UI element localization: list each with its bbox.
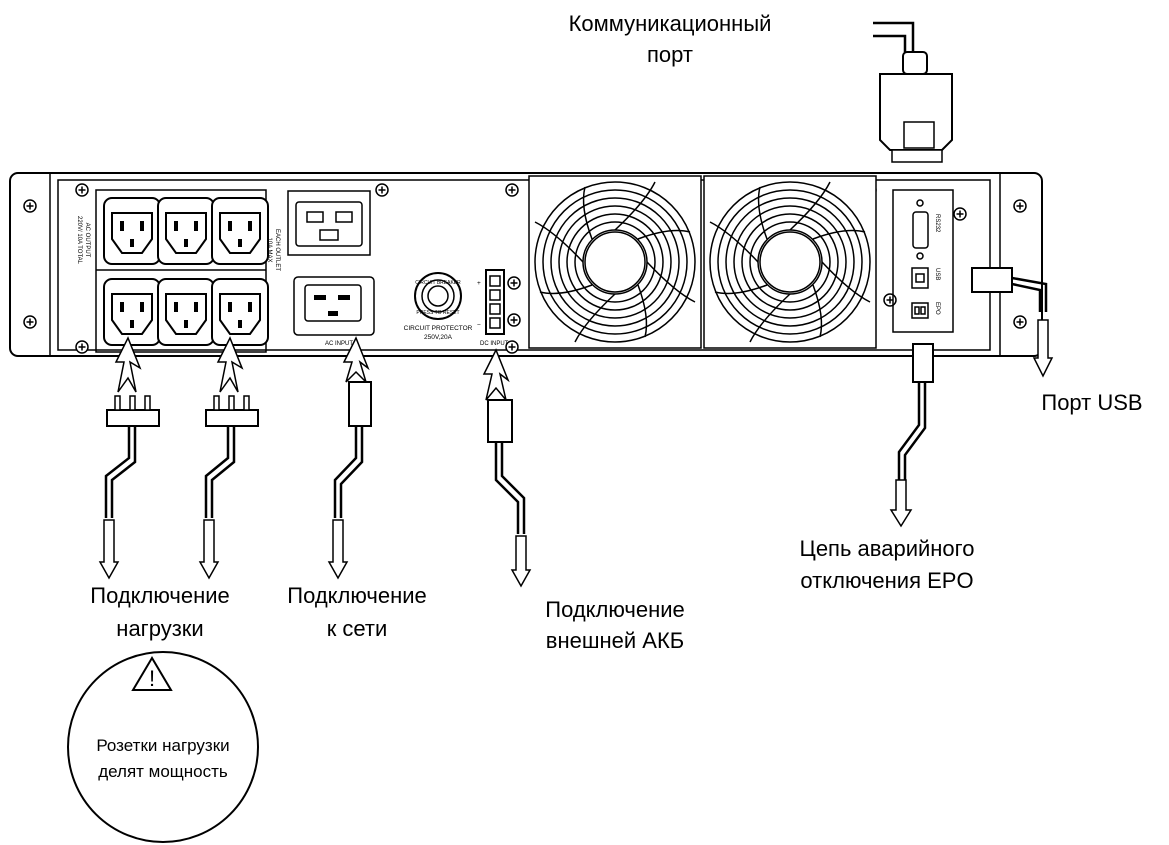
- cooling-fan-left: [528, 175, 702, 349]
- battery-connection-label: Подключение: [545, 597, 685, 622]
- circuit-protector-label: CIRCUIT PROTECTOR: [404, 325, 473, 332]
- rs232-label: RS232: [934, 214, 940, 233]
- outlet-4: [103, 278, 161, 346]
- epo-circuit-label: Цепь аварийного: [800, 536, 975, 561]
- mains-connection-label-2: к сети: [327, 616, 388, 641]
- comm-port-label-2: порт: [647, 42, 693, 67]
- ac-output-rating: 220V/ 10A TOTAL: [76, 216, 82, 265]
- mains-connection-label: Подключение: [287, 583, 427, 608]
- load-connection-cables: [98, 336, 259, 580]
- comm-port-label: Коммуникационный: [569, 11, 772, 36]
- epo-circuit-label-2: отключения EPO: [800, 568, 973, 593]
- breaker-ring-top: CIRCUIT BREAKER: [415, 280, 461, 286]
- mains-connection-cable: [327, 336, 372, 580]
- usb-socket[interactable]: [911, 267, 929, 289]
- warning-triangle-icon: [131, 656, 173, 691]
- rs232-port[interactable]: [912, 211, 929, 249]
- outlet-6: [211, 278, 269, 346]
- each-outlet-label: EACH OUTLET: [274, 229, 280, 271]
- warning-text-line-1: Розетки нагрузки: [96, 736, 229, 755]
- ac-input-label: AC INPUT: [325, 341, 353, 347]
- dc-plus-sign: +: [477, 280, 481, 287]
- shared-power-warning: ! Розетки нагрузки делят мощность: [67, 651, 259, 843]
- each-outlet-rating: 10A MAX: [266, 237, 272, 262]
- outlet-1: [103, 197, 161, 265]
- db9-serial-cable: [873, 21, 953, 163]
- warning-exclamation: !: [149, 666, 155, 691]
- battery-connection-cable: [482, 348, 532, 588]
- communication-panel: RS232 USB EPO: [892, 189, 954, 333]
- usb-port-label: Порт USB: [1041, 390, 1142, 415]
- breaker-ring-bottom: PRESS TO RESET: [416, 310, 459, 316]
- outlet-2: [157, 197, 215, 265]
- dc-minus-sign: −: [477, 322, 481, 329]
- circuit-protector-rating: 250V,20A: [424, 334, 453, 341]
- usb-cable: [971, 267, 1054, 378]
- ac-output-label: AC OUTPUT: [84, 223, 90, 258]
- load-connection-label: Подключение: [90, 583, 230, 608]
- load-connection-label-2: нагрузки: [116, 616, 203, 641]
- circuit-breaker[interactable]: CIRCUIT BREAKER PRESS TO RESET CIRCUIT P…: [404, 272, 473, 341]
- warning-text-line-2: делят мощность: [98, 762, 228, 781]
- dc-input-label: DC INPUT: [480, 341, 509, 347]
- dc-input-connector: + − DC INPUT: [477, 269, 521, 347]
- outlet-3: [211, 197, 269, 265]
- epo-cable: [889, 343, 934, 528]
- outlets-section: AC OUTPUT 220V/ 10A TOTAL EACH OUTLET 10…: [76, 189, 375, 353]
- battery-connection-label-2: внешней АКБ: [546, 628, 684, 653]
- usb-label: USB: [934, 268, 940, 280]
- epo-label: EPO: [934, 302, 940, 315]
- cooling-fan-right: [703, 175, 877, 349]
- outlet-5: [157, 278, 215, 346]
